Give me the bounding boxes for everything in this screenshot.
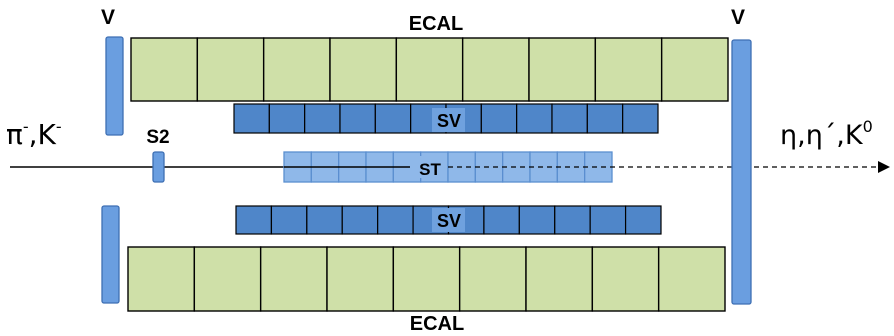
sv-bottom-cell (554, 205, 591, 235)
ecal-bottom-cell (458, 246, 527, 312)
ecal-top-cell (395, 37, 464, 102)
label-s2: S2 (146, 127, 169, 148)
beam-arrow-out-icon (878, 161, 890, 173)
ecal-bottom-cell (591, 246, 660, 312)
label-ecal-bottom: ECAL (410, 313, 464, 335)
sv-bottom (235, 205, 662, 235)
sv-bottom-cell (306, 205, 343, 235)
st-cell (529, 151, 558, 183)
label-beam-out: η,η´,K0 (780, 117, 873, 151)
sv-bottom-cell (377, 205, 414, 235)
veto-top-left (105, 36, 124, 136)
ecal-bottom-cell (259, 246, 328, 312)
ecal-top-cell (660, 37, 729, 102)
ecal-top-cell (528, 37, 597, 102)
label-veto-right: V (731, 6, 745, 29)
sv-top-cell (339, 103, 376, 134)
label-veto-top-left: V (101, 6, 115, 29)
sv-top-cell (233, 103, 270, 134)
ecal-bottom-cell (326, 246, 395, 312)
sv-top-cell (268, 103, 306, 134)
ecal-top-cell (594, 37, 663, 102)
s2-counter (152, 151, 165, 183)
ecal-bottom-cell (657, 246, 726, 312)
sv-top-cell (586, 103, 624, 134)
label-beam-in: π-,K- (6, 117, 62, 151)
veto-right (731, 39, 752, 305)
ecal-top-cell (196, 37, 265, 102)
ecal-top (130, 37, 729, 102)
st-cell (556, 151, 586, 183)
ecal-top-cell (262, 37, 331, 102)
sv-bottom-cell (624, 205, 662, 235)
ecal-top-cell (329, 37, 398, 102)
sv-top-cell (304, 103, 341, 134)
sv-top-cell (516, 103, 553, 134)
sv-top-cell (480, 103, 518, 134)
sv-top (233, 103, 659, 134)
label-st: ST (419, 160, 441, 179)
ecal-bottom-cell (525, 246, 594, 312)
sv-bottom-cell (341, 205, 379, 235)
sv-bottom-cell (483, 205, 520, 235)
sv-bottom-cell (518, 205, 556, 235)
ecal-bottom-cell (127, 246, 196, 312)
ecal-bottom-cell (193, 246, 262, 312)
sv-bottom-cell (270, 205, 308, 235)
ecal-bottom (127, 246, 726, 312)
veto-bottom-left (101, 205, 120, 304)
label-sv-bottom: SV (437, 211, 461, 231)
sv-top-cell (551, 103, 588, 134)
st-cell (584, 151, 613, 183)
ecal-top-cell (130, 37, 199, 102)
label-ecal-top: ECAL (409, 13, 463, 35)
ecal-bottom-cell (392, 246, 461, 312)
sv-bottom-cell (235, 205, 273, 235)
sv-top-cell (622, 103, 659, 134)
ecal-top-cell (461, 37, 530, 102)
label-sv-top: SV (437, 111, 461, 131)
sv-bottom-cell (589, 205, 627, 235)
sv-top-cell (374, 103, 412, 134)
